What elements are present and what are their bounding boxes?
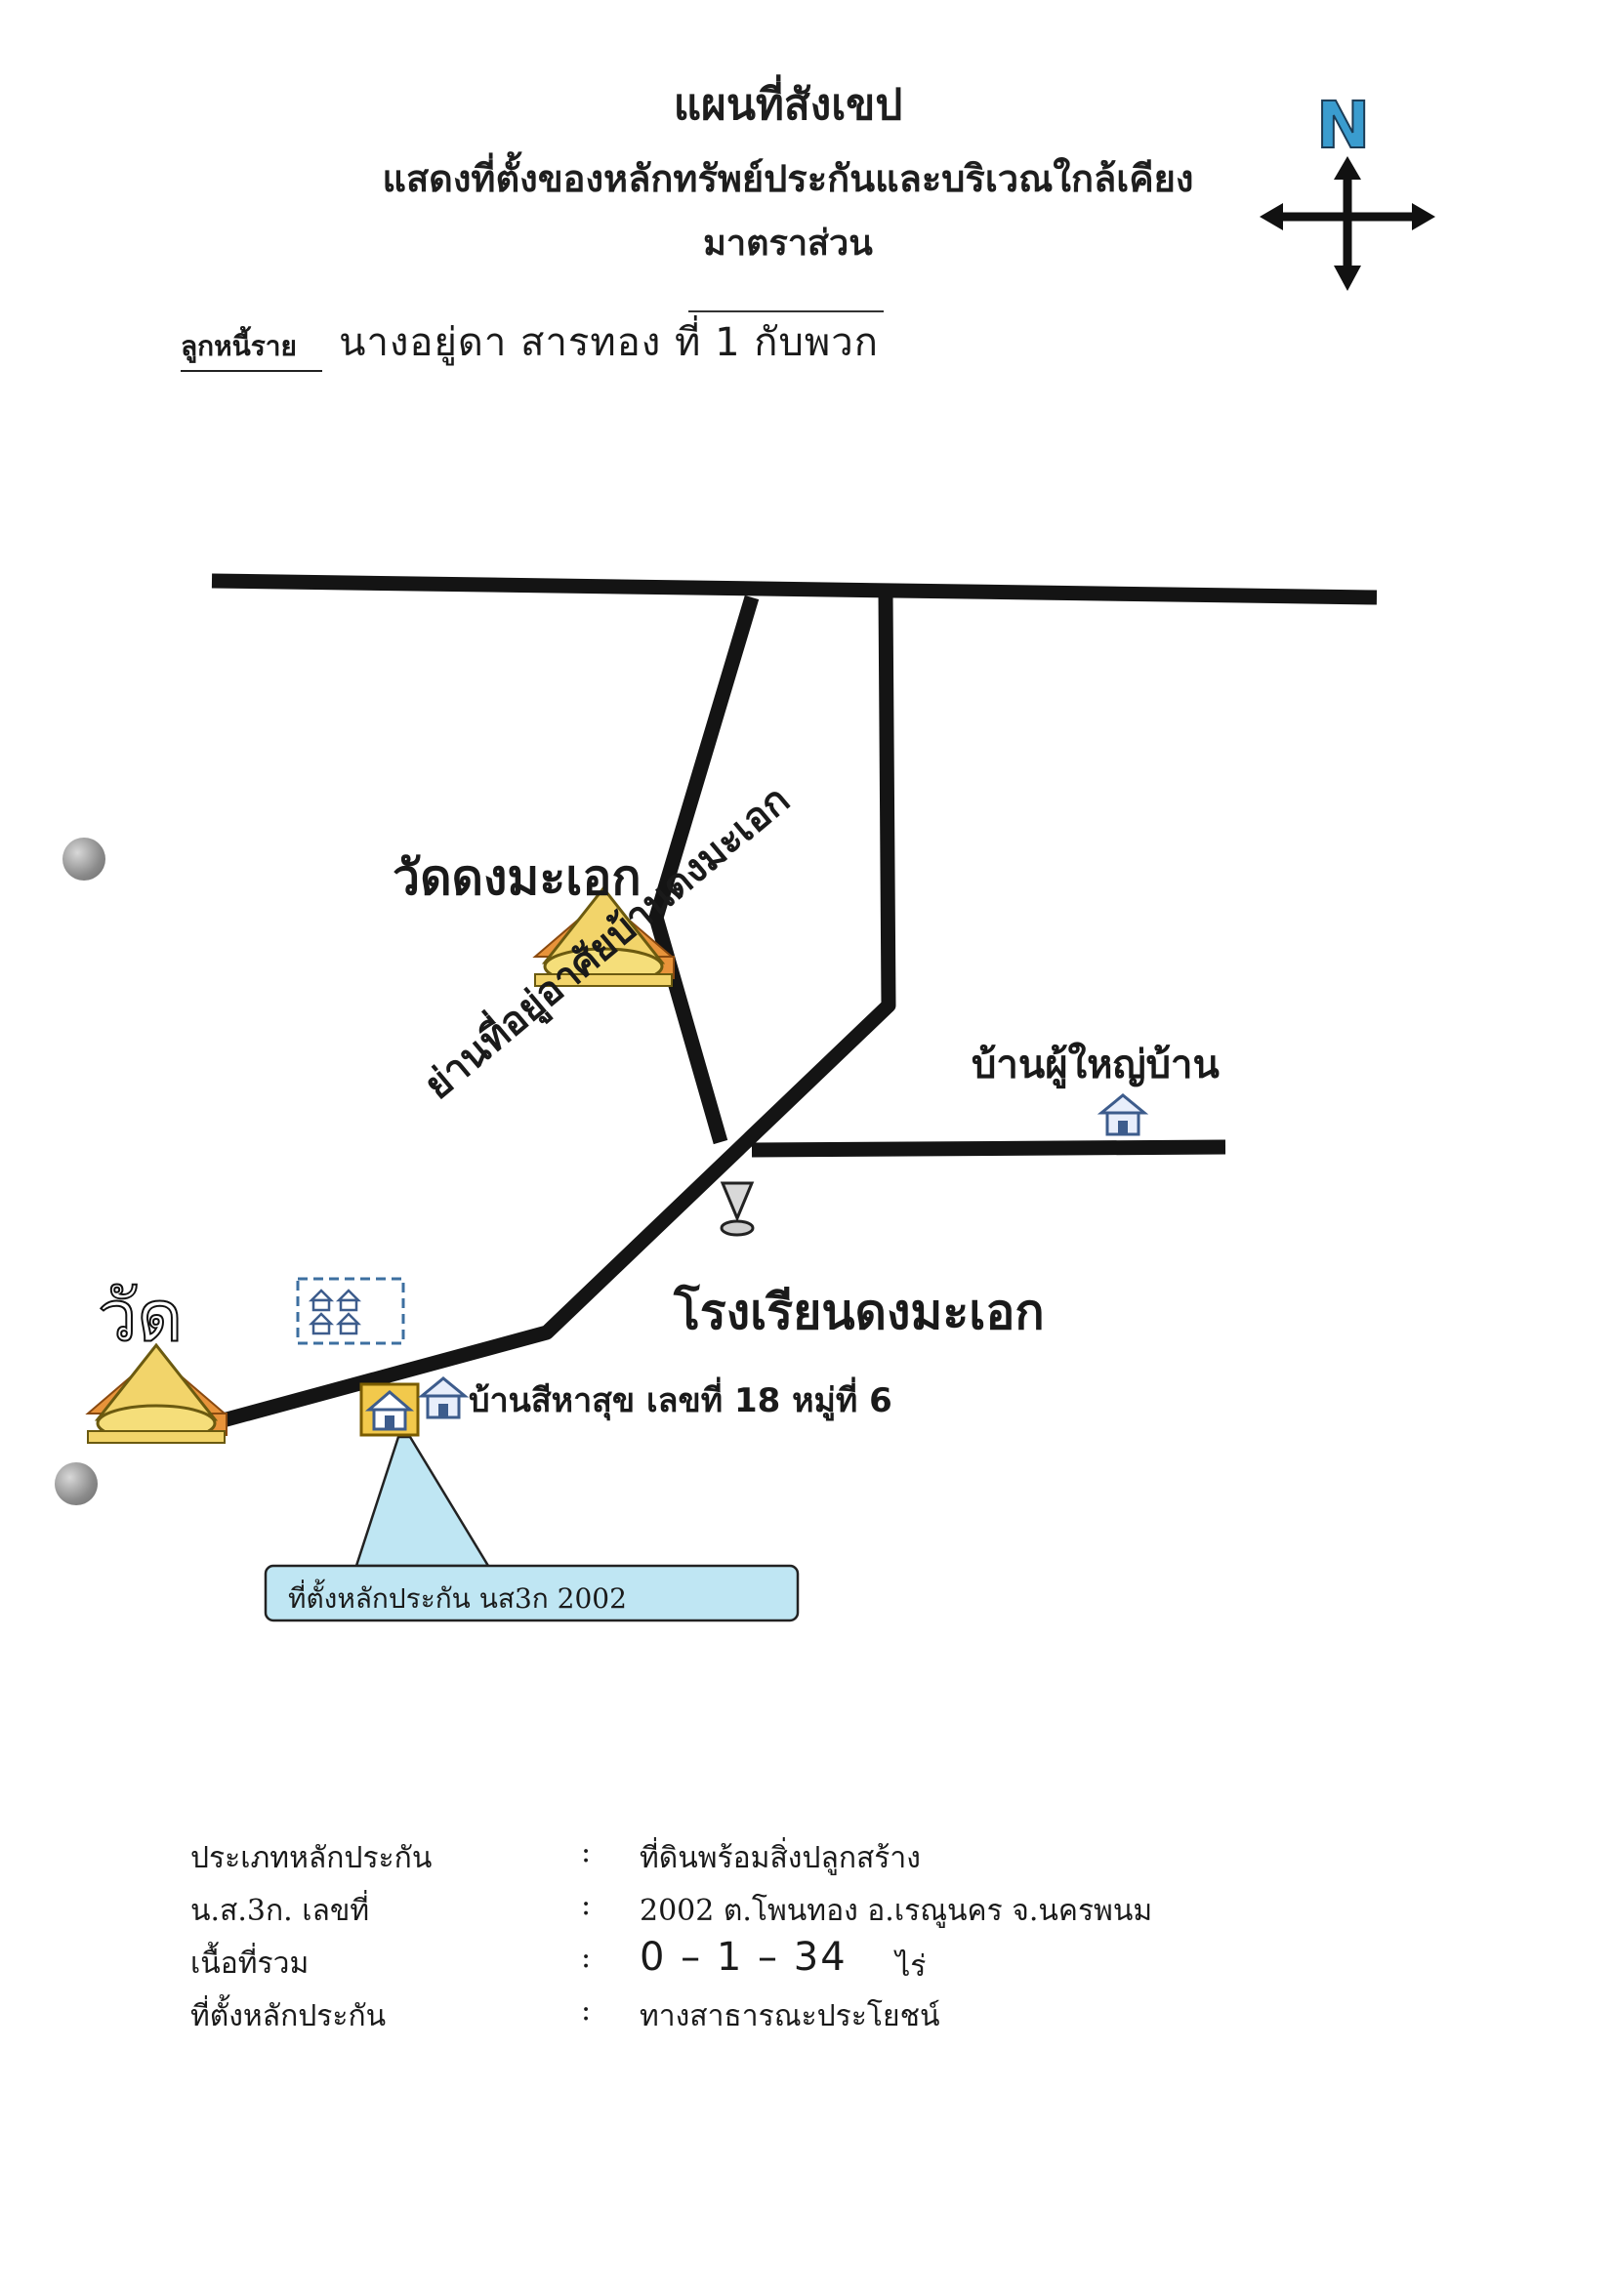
label-collateral-callout: ที่ตั้งหลักประกัน นส3ก 2002	[288, 1582, 627, 1615]
temple-icon	[85, 1342, 228, 1444]
info-value: 2002 ต.โพนทอง อ.เรณูนคร จ.นครพนม	[640, 1894, 1153, 1928]
compass-arrows-icon	[1260, 156, 1435, 291]
label-address: บ้านสีหาสุข เลขที่ 18 หมู่ที่ 6	[469, 1381, 892, 1420]
headman-house-icon	[1097, 1093, 1149, 1136]
collateral-callout-pointer	[354, 1435, 491, 1568]
label-school: โรงเรียนดงมะเอก	[674, 1283, 1045, 1340]
map-subtitle: แสดงที่ตั้งของหลักทรัพย์ประกันและบริเวณใ…	[382, 156, 1194, 200]
neighbor-house-icon	[417, 1376, 470, 1419]
info-value-area: 0 – 1 – 34 ไร่	[640, 1935, 927, 1989]
info-colon: :	[581, 1835, 592, 1869]
collateral-house-icon	[359, 1382, 420, 1437]
debtor-row: ลูกหนี้ราย นางอยู่ดา สารทอง ที่ 1 กับพวก	[181, 310, 879, 373]
map-title: แผนที่สังเขป	[673, 80, 903, 130]
scale-label: มาตราส่วน	[703, 223, 873, 264]
label-headman-house: บ้านผู้ใหญ่บ้าน	[972, 1043, 1220, 1087]
info-label: ประเภทหลักประกัน	[190, 1841, 433, 1875]
area-unit: ไร่	[895, 1949, 927, 1984]
binder-hole-top	[62, 838, 105, 881]
road-to-temple-dong	[648, 594, 760, 1145]
info-value: ที่ดินพร้อมสิ่งปลูกสร้าง	[640, 1841, 921, 1875]
info-colon: :	[581, 1941, 592, 1975]
houses-cluster-icon	[296, 1277, 405, 1345]
info-colon: :	[581, 1888, 592, 1922]
compass-north-letter: N	[1315, 87, 1371, 164]
info-label: น.ส.3ก. เลขที่	[190, 1894, 370, 1928]
info-label: เนื้อที่รวม	[190, 1947, 310, 1981]
info-value: ทางสาธารณะประโยชน์	[640, 1999, 940, 2033]
info-colon: :	[581, 1993, 592, 2028]
binder-hole-bottom	[55, 1462, 98, 1505]
debtor-name: นางอยู่ดา สารทอง ที่ 1 กับพวก	[339, 320, 879, 365]
compass-rose: N	[1260, 87, 1435, 293]
info-label: ที่ตั้งหลักประกัน	[190, 1999, 387, 2033]
debtor-label: ลูกหนี้ราย	[181, 325, 322, 372]
road-network	[203, 573, 1378, 1433]
collateral-callout-box	[264, 1564, 800, 1622]
label-temple: วัด	[97, 1274, 184, 1358]
village-road	[203, 593, 896, 1433]
school-icon	[720, 1181, 755, 1237]
main-road-north	[211, 573, 1378, 605]
temple-dong-icon	[532, 885, 675, 987]
area-number: 0 – 1 – 34	[640, 1935, 848, 1980]
road-to-headman	[751, 1139, 1226, 1158]
label-temple-dong: วัดดงมะเอก	[393, 849, 642, 906]
debtor-overline	[688, 310, 884, 312]
